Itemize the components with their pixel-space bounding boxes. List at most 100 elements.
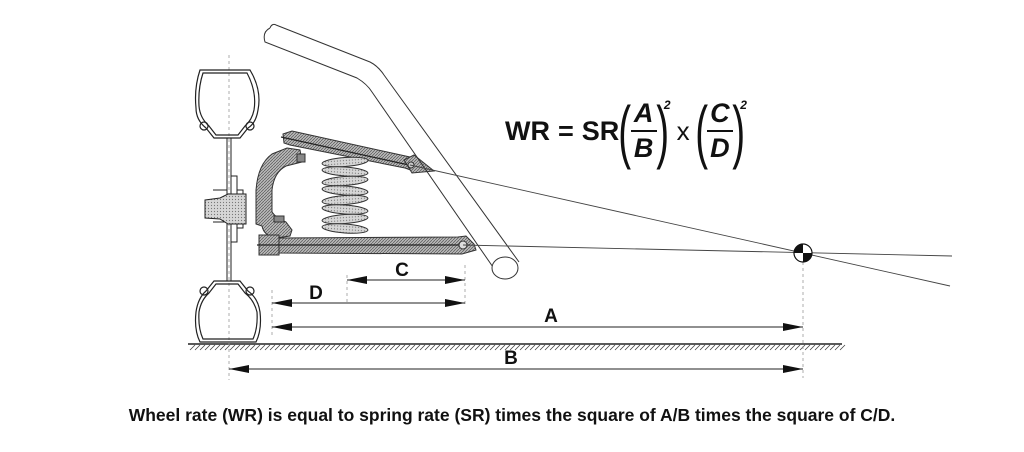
ground-hatch bbox=[589, 344, 596, 351]
spring-coil bbox=[321, 185, 369, 196]
ground-hatch bbox=[759, 344, 766, 351]
ground-hatch bbox=[259, 344, 266, 351]
ground-hatch bbox=[249, 344, 256, 351]
ground-hatch bbox=[539, 344, 546, 351]
lower-control-arm bbox=[257, 234, 477, 256]
fraction-bar bbox=[630, 130, 657, 132]
instant-center-marker bbox=[793, 243, 813, 263]
ground-hatch bbox=[494, 344, 501, 351]
ground-hatch bbox=[744, 344, 751, 351]
ground-hatch bbox=[354, 344, 361, 351]
lower-tire bbox=[194, 280, 262, 343]
ground-line bbox=[188, 343, 846, 351]
ground-hatch bbox=[649, 344, 656, 351]
ground-hatch bbox=[654, 344, 661, 351]
ground-hatch bbox=[619, 344, 626, 351]
formula-operator: x bbox=[676, 115, 690, 146]
ground-hatch bbox=[204, 344, 211, 351]
ground-hatch bbox=[199, 344, 206, 351]
ground-hatch bbox=[289, 344, 296, 351]
ground-hatch bbox=[474, 344, 481, 351]
ground-hatch bbox=[449, 344, 456, 351]
term-ab-denominator: B bbox=[633, 133, 654, 163]
ground-hatch bbox=[829, 344, 836, 351]
ground-hatch bbox=[324, 344, 331, 351]
ground-hatch bbox=[279, 344, 286, 351]
ground-hatch bbox=[609, 344, 616, 351]
spring-coil bbox=[321, 156, 369, 168]
ground-hatch bbox=[434, 344, 441, 351]
term-cd-numerator: C bbox=[710, 98, 730, 128]
ground-hatch bbox=[669, 344, 676, 351]
right-paren: ) bbox=[655, 92, 669, 170]
ground-hatch bbox=[769, 344, 776, 351]
ground-hatch bbox=[754, 344, 761, 351]
ground-hatch bbox=[524, 344, 531, 351]
ground-hatch bbox=[499, 344, 506, 351]
ground-hatch bbox=[819, 344, 826, 351]
ground-hatch bbox=[569, 344, 576, 351]
ground-hatch bbox=[439, 344, 446, 351]
ground-hatch bbox=[319, 344, 326, 351]
ground-hatch bbox=[774, 344, 781, 351]
ground-hatch bbox=[549, 344, 556, 351]
ground-hatch bbox=[304, 344, 311, 351]
ground-hatch bbox=[544, 344, 551, 351]
ground-hatch bbox=[514, 344, 521, 351]
ground-hatch bbox=[824, 344, 831, 351]
ground-hatch bbox=[389, 344, 396, 351]
ground-hatch bbox=[254, 344, 261, 351]
dimension-d: D bbox=[272, 283, 465, 307]
dimension-b-label: B bbox=[504, 348, 518, 369]
ground-hatch bbox=[519, 344, 526, 351]
ground-hatch bbox=[689, 344, 696, 351]
formula-term-cd: ( C D ) 2 bbox=[695, 92, 747, 170]
ground-hatch bbox=[534, 344, 541, 351]
ground-hatch bbox=[639, 344, 646, 351]
instant-center-lines bbox=[409, 164, 953, 287]
ground-hatch bbox=[604, 344, 611, 351]
term-ab-numerator: A bbox=[633, 98, 654, 128]
ground-hatch bbox=[594, 344, 601, 351]
ground-hatch bbox=[804, 344, 811, 351]
formula-term-ab: ( A B ) 2 bbox=[618, 92, 671, 170]
term-cd-denominator: D bbox=[710, 133, 730, 163]
wheel-hub bbox=[204, 138, 247, 281]
right-paren: ) bbox=[732, 92, 745, 170]
ground-hatch bbox=[709, 344, 716, 351]
ground-hatch bbox=[399, 344, 406, 351]
dimension-c-label: C bbox=[395, 260, 409, 281]
ground-hatch bbox=[374, 344, 381, 351]
formula-equals: = bbox=[557, 115, 574, 146]
coil-spring bbox=[321, 156, 369, 234]
ground-hatch bbox=[749, 344, 756, 351]
ground-hatch bbox=[299, 344, 306, 351]
spring-coil bbox=[321, 204, 369, 215]
ground-hatch bbox=[229, 344, 236, 351]
ground-hatch bbox=[424, 344, 431, 351]
ground-hatch bbox=[624, 344, 631, 351]
ground-hatch bbox=[794, 344, 801, 351]
ground-hatch bbox=[469, 344, 476, 351]
ground-hatch bbox=[554, 344, 561, 351]
ground-hatch bbox=[284, 344, 291, 351]
ground-hatch bbox=[634, 344, 641, 351]
ground-hatch bbox=[459, 344, 466, 351]
ground-hatch bbox=[674, 344, 681, 351]
left-paren: ( bbox=[618, 92, 632, 170]
ground-hatch bbox=[764, 344, 771, 351]
ground-hatch bbox=[309, 344, 316, 351]
dimension-d-label: D bbox=[309, 283, 323, 304]
ground-hatch bbox=[704, 344, 711, 351]
ground-hatch bbox=[574, 344, 581, 351]
ground-hatch bbox=[684, 344, 691, 351]
ground-hatch bbox=[694, 344, 701, 351]
ground-hatch bbox=[329, 344, 336, 351]
spring-coil bbox=[321, 194, 369, 206]
ground-hatch bbox=[809, 344, 816, 351]
ground-hatch bbox=[734, 344, 741, 351]
ground-hatch bbox=[529, 344, 536, 351]
ground-hatch bbox=[614, 344, 621, 351]
spring-coil bbox=[321, 175, 369, 187]
